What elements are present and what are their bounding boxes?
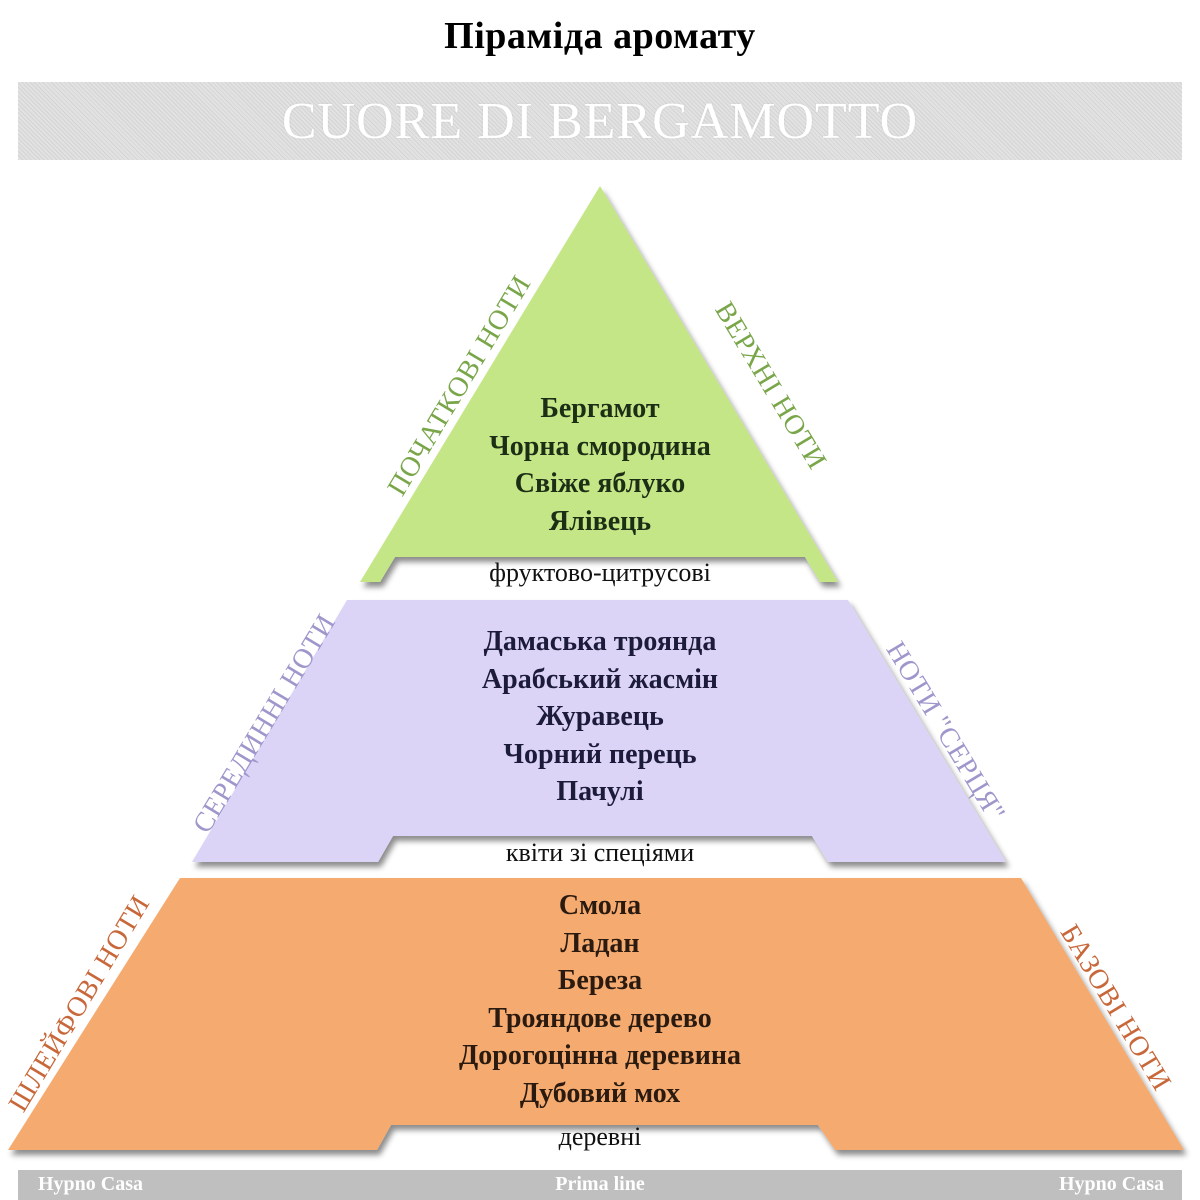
top-family-label: фруктово-цитрусові — [489, 558, 711, 587]
note-item: Пачулі — [556, 776, 644, 807]
note-item: Дамаська троянда — [483, 626, 717, 657]
base-notes-list: Смола Ладан Береза Трояндове дерево Доро… — [340, 887, 860, 1112]
note-item: Дубовий мох — [519, 1077, 681, 1109]
note-item: Чорна смородина — [489, 430, 711, 462]
footer-left-brand: Hypno Casa — [38, 1173, 144, 1195]
middle-family-label: квіти зі спеціями — [505, 838, 695, 867]
footer-bar: Hypno Casa Prima line Hypno Casa — [18, 1170, 1182, 1200]
base-family-label: деревні — [558, 1122, 642, 1151]
note-item: Чорний перець — [503, 738, 697, 770]
note-item: Ялівець — [548, 505, 652, 537]
base-tier-shape — [8, 878, 1184, 1150]
note-item: Бергамот — [540, 393, 660, 424]
top-notes-list: Бергамот Чорна смородина Свіже яблуко Ял… — [400, 390, 800, 540]
note-item: Журавець — [536, 701, 664, 732]
note-item: Арабський жасмін — [481, 663, 719, 695]
product-banner: CUORE DI BERGAMOTTO — [18, 82, 1182, 160]
footer-right-brand: Hypno Casa — [1058, 1173, 1164, 1195]
product-name: CUORE DI BERGAMOTTO — [281, 92, 919, 150]
note-item: Дорогоцінна деревина — [458, 1040, 741, 1071]
note-item: Смола — [558, 890, 642, 921]
middle-notes-list: Дамаська троянда Арабський жасмін Жураве… — [350, 623, 850, 811]
top-tier-shape — [360, 186, 838, 582]
note-item: Ладан — [560, 927, 640, 959]
footer-line-name: Prima line — [555, 1173, 645, 1195]
page-title: Піраміда аромату — [444, 15, 756, 57]
note-item: Свіже яблуко — [514, 468, 686, 499]
note-item: Трояндове дерево — [488, 1002, 712, 1034]
note-item: Береза — [557, 965, 643, 996]
middle-tier-shape — [192, 600, 1006, 862]
